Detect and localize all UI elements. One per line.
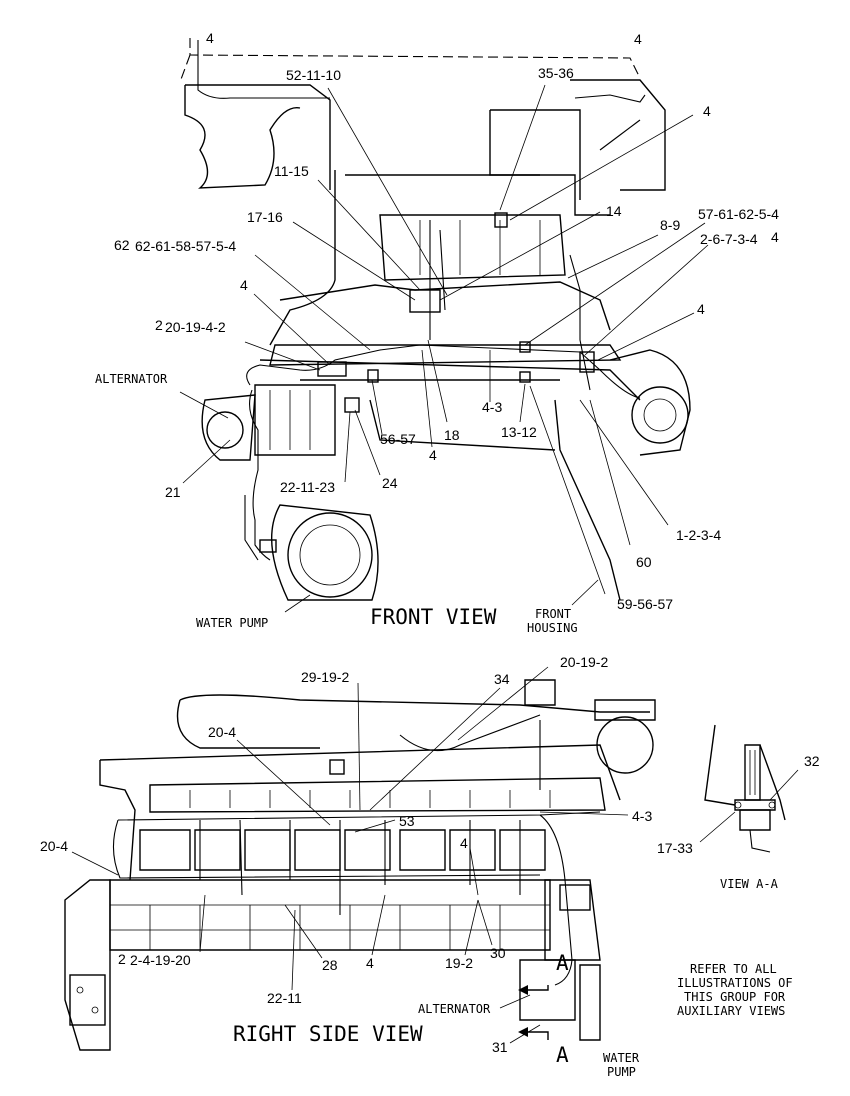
callout-2-6-7-3-4: 2-6-7-3-4 [700, 231, 758, 247]
note-line: THIS GROUP FOR [684, 990, 786, 1004]
side-view-title: RIGHT SIDE VIEW [233, 1022, 423, 1046]
callout-30: 30 [490, 945, 506, 961]
side-water-caption: WATER [603, 1051, 640, 1065]
callout-52-11-10: 52-11-10 [286, 67, 341, 83]
front-alternator-caption: ALTERNATOR [95, 372, 168, 386]
auxiliary-views-note: REFER TO ALL ILLUSTRATIONS OF THIS GROUP… [677, 962, 793, 1018]
callout-4: 4 [240, 277, 248, 293]
note-line: AUXILIARY VIEWS [677, 1004, 785, 1018]
callout-4: 4 [703, 103, 711, 119]
callout-4: 4 [460, 835, 468, 851]
side-view-labels: RIGHT SIDE VIEW ALTERNATOR WATER PUMP A … [40, 654, 652, 1079]
callout-20-19-2: 20-19-2 [560, 654, 608, 670]
view-a-a-title: VIEW A-A [720, 877, 779, 891]
callout-22-11: 22-11 [267, 990, 302, 1006]
callout-4: 4 [206, 30, 214, 46]
callout-62: 62 [114, 237, 130, 253]
callout-22-11-23: 22-11-23 [280, 479, 335, 495]
callout-17-16: 17-16 [247, 209, 283, 225]
front-view-drawing [179, 38, 691, 601]
callout-4: 4 [697, 301, 705, 317]
callout-29-19-2: 29-19-2 [301, 669, 349, 685]
callout-18: 18 [444, 427, 460, 443]
callout-53: 53 [399, 813, 415, 829]
side-pump-caption: PUMP [607, 1065, 636, 1079]
callout-2: 2 [118, 951, 126, 967]
callout-11-15: 11-15 [274, 163, 309, 179]
view-a-a-labels: VIEW A-A 32 17-33 [657, 753, 820, 891]
callout-1-2-3-4: 1-2-3-4 [676, 527, 721, 543]
callout-14: 14 [606, 203, 622, 219]
callout-35-36: 35-36 [538, 65, 574, 81]
callout-19-2: 19-2 [445, 955, 473, 971]
front-housing-caption-line1: FRONT [535, 607, 571, 621]
front-water-pump-caption: WATER PUMP [196, 616, 268, 630]
front-view-labels: FRONT VIEW ALTERNATOR WATER PUMP FRONT H… [95, 30, 779, 635]
callout-59-56-57: 59-56-57 [617, 596, 673, 612]
callout-20-4: 20-4 [40, 838, 68, 854]
callout-20-4: 20-4 [208, 724, 236, 740]
callout-32: 32 [804, 753, 820, 769]
callout-2-4-19-20: 2-4-19-20 [130, 952, 191, 968]
callout-4: 4 [429, 447, 437, 463]
callout-4: 4 [771, 229, 779, 245]
callout-4-3: 4-3 [482, 399, 502, 415]
note-line: ILLUSTRATIONS OF [677, 976, 793, 990]
callout-13-12: 13-12 [501, 424, 537, 440]
callout-34: 34 [494, 671, 510, 687]
side-view-leaders [71, 666, 629, 1044]
callout-4: 4 [366, 955, 374, 971]
callout-24: 24 [382, 475, 398, 491]
note-line: REFER TO ALL [690, 962, 777, 976]
callout-21: 21 [165, 484, 181, 500]
section-marker-a-bottom: A [556, 1043, 569, 1067]
front-view-title: FRONT VIEW [370, 605, 497, 629]
callout-8-9: 8-9 [660, 217, 680, 233]
callout-60: 60 [636, 554, 652, 570]
callout-57-61-62-5-4: 57-61-62-5-4 [698, 206, 779, 222]
callout-17-33: 17-33 [657, 840, 693, 856]
view-a-a-drawing [699, 724, 799, 853]
section-marker-a-top: A [556, 951, 569, 975]
callout-28: 28 [322, 957, 338, 973]
callout-31: 31 [492, 1039, 508, 1055]
callout-4-3: 4-3 [632, 808, 652, 824]
callout-62-61-58-57-5-4: 62-61-58-57-5-4 [135, 238, 236, 254]
front-housing-caption-line2: HOUSING [527, 621, 578, 635]
front-view-leaders [179, 84, 709, 613]
side-view-drawing [64, 679, 656, 1051]
callout-56-57: 56-57 [380, 431, 416, 447]
callout-20-19-4-2: 20-19-4-2 [165, 319, 226, 335]
callout-4: 4 [634, 31, 642, 47]
callout-2: 2 [155, 317, 163, 333]
side-alternator-caption: ALTERNATOR [418, 1002, 491, 1016]
